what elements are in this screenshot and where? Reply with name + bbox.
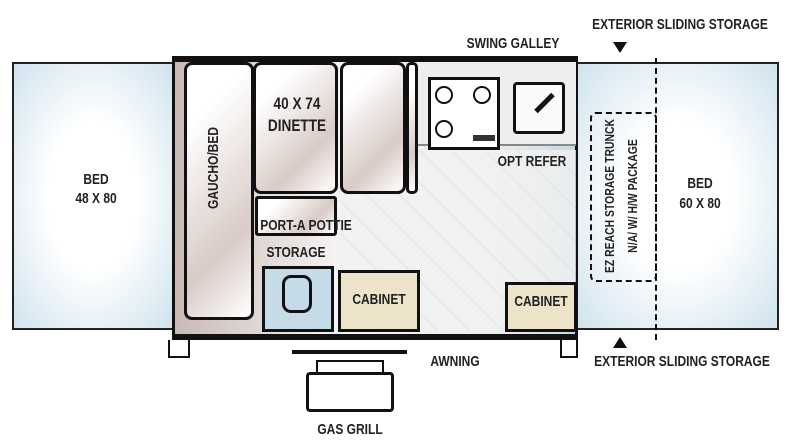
toilet-icon — [282, 275, 312, 313]
cabinet-2-label: CABINET — [514, 293, 568, 310]
burner-icon — [435, 86, 453, 104]
arrow-up-icon — [613, 337, 627, 348]
bed-right-label: BED — [687, 175, 713, 192]
dinette-seat-2 — [340, 62, 406, 194]
faucet-icon — [534, 92, 555, 114]
cabinet-1-label: CABINET — [352, 291, 406, 308]
gaucho-label: GAUCHO/BED — [205, 126, 222, 210]
bed-left — [12, 62, 174, 330]
gas-grill-label: GAS GRILL — [317, 421, 383, 438]
awning-label: AWNING — [430, 353, 480, 370]
ez-reach-label-2: N/A/ W/ H/W PACKAGE — [625, 139, 641, 253]
stove-controls-icon — [473, 135, 495, 141]
burner-icon — [473, 86, 491, 104]
bed-right — [576, 62, 779, 330]
ext-storage-top-label: EXTERIOR SLIDING STORAGE — [592, 16, 768, 33]
port-a-pottie-box — [255, 196, 337, 236]
ext-storage-bottom-label: EXTERIOR SLIDING STORAGE — [594, 353, 770, 370]
step-left — [168, 340, 190, 358]
stove — [428, 77, 500, 150]
awning — [292, 350, 407, 354]
dinette-size: 40 X 74 — [273, 93, 321, 113]
dinette-label: DINETTE — [267, 115, 327, 135]
ez-reach-storage-trunk — [590, 112, 657, 282]
burner-icon — [435, 120, 453, 138]
bed-left-label: BED — [83, 171, 109, 188]
port-a-pottie-label: PORT-A POTTIE — [260, 217, 352, 234]
bed-left-size: 48 X 80 — [75, 190, 117, 207]
step-right — [560, 340, 578, 358]
cabinet-2 — [505, 282, 577, 332]
cabinet-1 — [338, 270, 420, 332]
gas-grill-mount — [316, 360, 384, 372]
gas-grill — [306, 372, 394, 412]
gaucho-bed — [184, 62, 254, 320]
storage-label: STORAGE — [266, 244, 326, 261]
dinette-backrest — [406, 62, 418, 194]
bed-right-size: 60 X 80 — [679, 195, 721, 212]
arrow-down-icon — [613, 42, 627, 53]
sink — [513, 82, 565, 134]
dinette-seat — [253, 62, 338, 194]
ez-reach-label-1: EZ REACH STORAGE TRUNCK — [602, 118, 618, 274]
opt-refer-label: OPT REFER — [497, 153, 567, 170]
swing-galley-label: SWING GALLEY — [466, 35, 560, 52]
